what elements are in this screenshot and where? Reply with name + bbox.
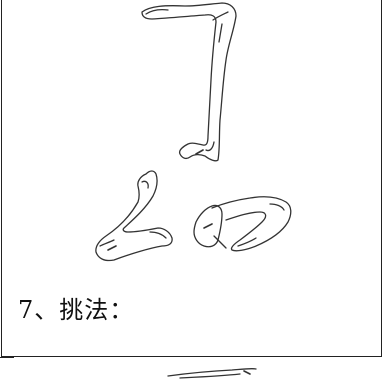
hook-stroke-icon bbox=[141, 2, 237, 162]
illustration-frame bbox=[1, 0, 382, 357]
turning-stroke-right-icon bbox=[193, 196, 292, 252]
turning-stroke-left-icon bbox=[95, 170, 173, 262]
rising-stroke-icon bbox=[167, 367, 257, 379]
section-caption: 7、挑法： bbox=[18, 296, 135, 324]
frame-edge-line bbox=[0, 357, 14, 359]
